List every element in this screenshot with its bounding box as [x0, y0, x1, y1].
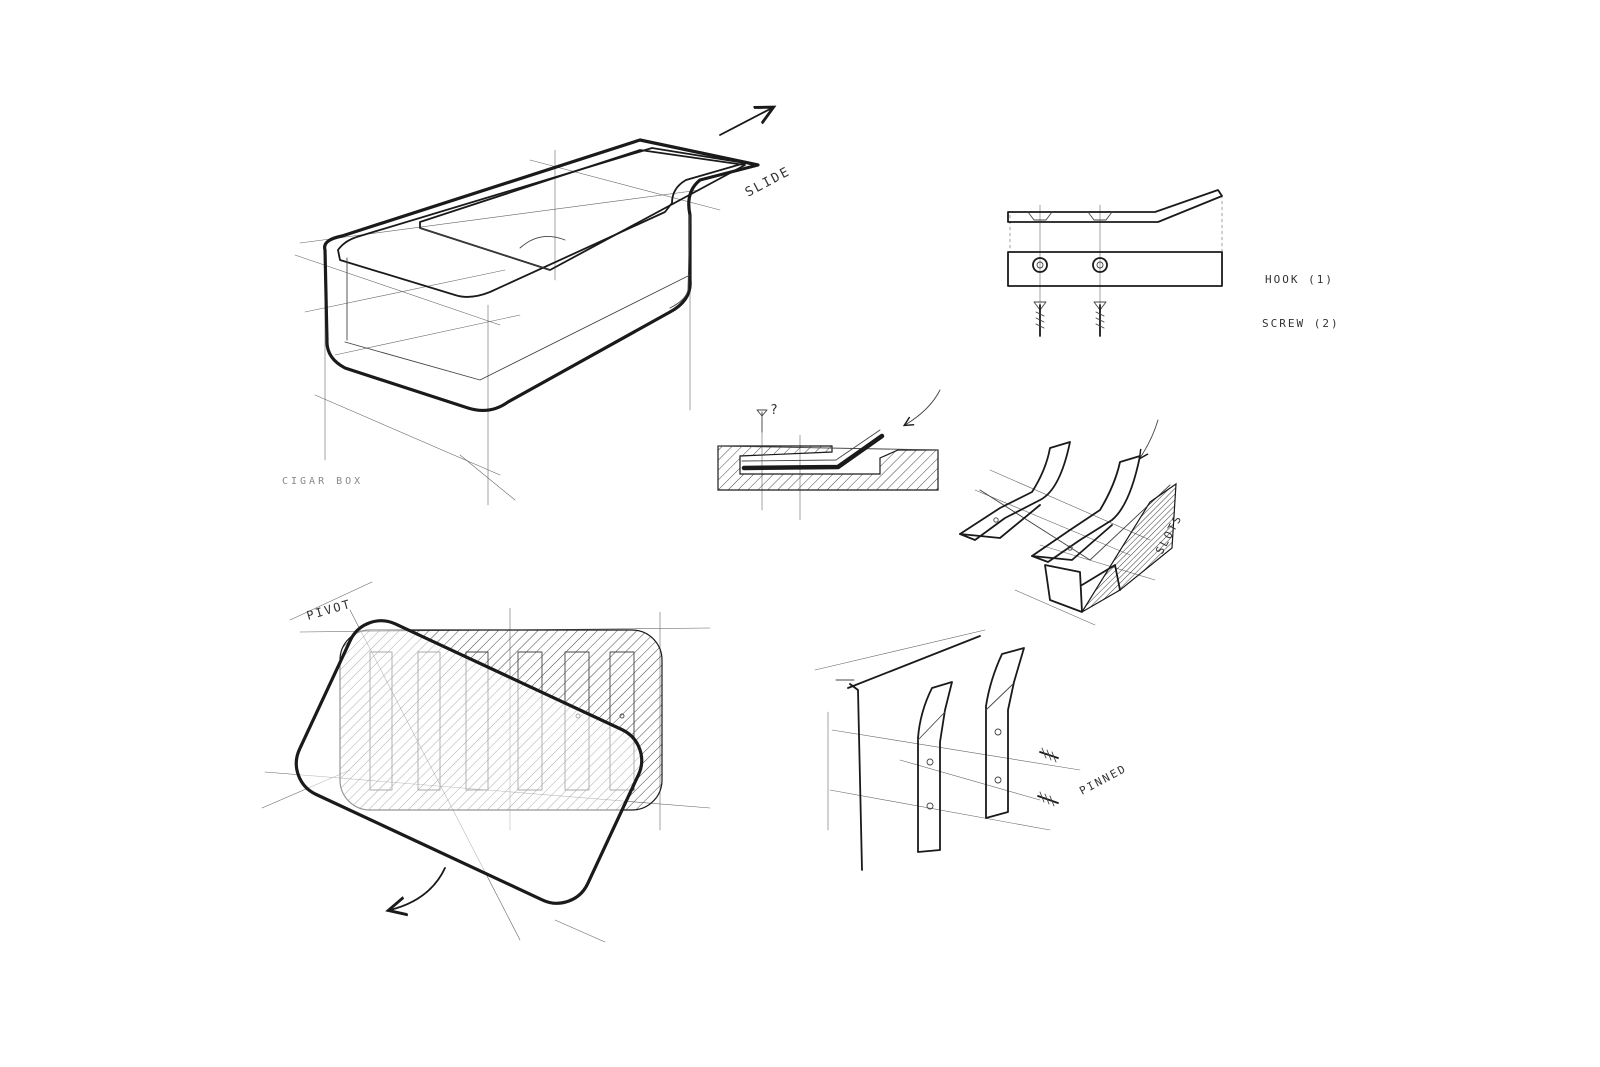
- hook-plate-front: [1007, 251, 1223, 287]
- lid-finger-pull: [519, 235, 566, 249]
- box-outline: [323, 138, 760, 413]
- box-rim-inner: [337, 147, 746, 298]
- hook-in-slot: [741, 433, 885, 471]
- screw-hole-icon: [1032, 257, 1048, 273]
- cigar-box-construction-lines: [294, 149, 721, 506]
- cigar-box-label: CIGAR BOX: [282, 476, 363, 487]
- slots-sketch: SLOTS: [959, 419, 1185, 626]
- wall-panel: [847, 635, 981, 871]
- hook-right: [985, 647, 1025, 819]
- section-wood-hatched: [717, 445, 939, 491]
- screw-icon: [1037, 791, 1059, 807]
- pivot-arrow: [390, 867, 446, 910]
- box-lid: [419, 149, 746, 271]
- screw-hole-icon: [1092, 257, 1108, 273]
- pivoting-lid: [294, 619, 644, 905]
- hook-elevation-sketch: HOOK (1) SCREW (2): [1007, 189, 1340, 337]
- hook-profile: [1007, 189, 1223, 223]
- wood-block-side: [1081, 482, 1177, 613]
- question-mark: ?: [770, 403, 780, 418]
- strap-left: [959, 441, 1071, 541]
- pivot-lid-sketch: PIVOT: [261, 581, 711, 943]
- cigar-box-sketch: SLIDE CIGAR BOX: [282, 108, 793, 506]
- hook-left: [917, 681, 953, 853]
- strap-right: [1031, 455, 1141, 563]
- screw-icon: [1093, 301, 1107, 337]
- screw-icon: [756, 409, 768, 433]
- pinned-label: PINNED: [1077, 762, 1129, 798]
- screw-icon: [1039, 747, 1059, 763]
- screw-icon: [1033, 301, 1047, 337]
- screw-count-label: SCREW (2): [1262, 317, 1340, 330]
- slide-arrow: [719, 108, 772, 136]
- pinned-hooks-sketch: PINNED: [814, 629, 1129, 871]
- hook-count-label: HOOK (1): [1265, 273, 1334, 286]
- pointer-arrow: [905, 389, 941, 425]
- slide-label: SLIDE: [743, 164, 793, 200]
- slot-section-sketch: ?: [717, 389, 941, 521]
- pivot-label: PIVOT: [305, 597, 353, 623]
- pointer-arrow: [1140, 419, 1159, 458]
- wood-block-top: [979, 484, 1171, 561]
